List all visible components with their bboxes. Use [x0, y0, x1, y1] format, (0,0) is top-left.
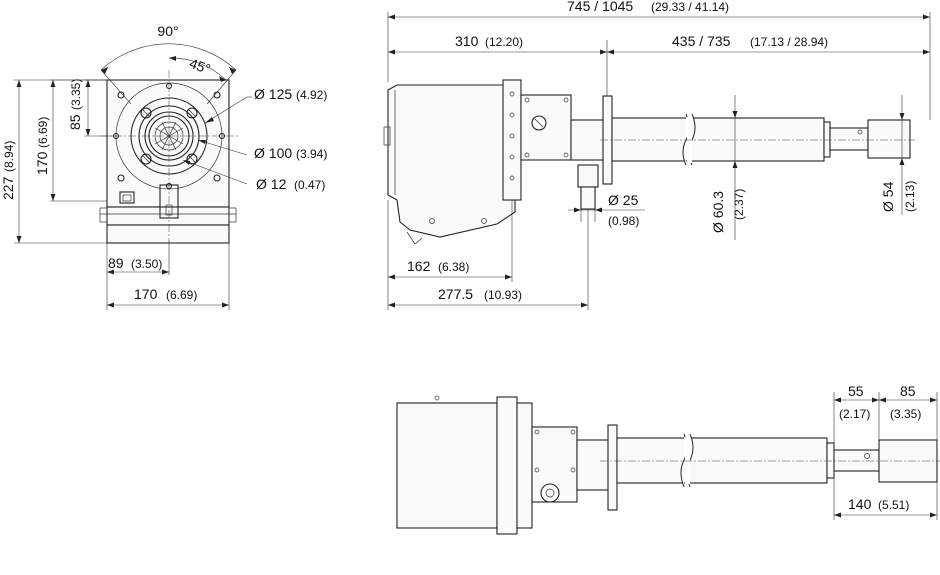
housing-base	[106, 224, 230, 244]
adapter-screw	[531, 115, 547, 131]
main-housing	[387, 84, 516, 238]
top-housing	[396, 402, 498, 529]
dim-170h-inch: (6.69)	[166, 288, 197, 302]
dim-dia60-inch: (2.37)	[732, 189, 746, 220]
flange-plate	[502, 79, 522, 201]
dim-170-vertical: 170 (6.69)	[34, 79, 107, 202]
top-mounting-flange	[607, 424, 618, 511]
top-flange	[516, 402, 533, 529]
dim-dia-25: Ø 25 (0.98)	[568, 192, 645, 228]
dim-85top-label: 85	[900, 383, 916, 399]
dia-125-inch: (4.92)	[296, 88, 327, 102]
dim-277: 277.5 (10.93)	[388, 209, 589, 310]
dia-125-label: Ø 125	[254, 86, 292, 102]
dim-162: 162 (6.38)	[387, 200, 513, 310]
angle-45-label: 45°	[187, 55, 212, 77]
side-view: 745 / 1045 (29.33 / 41.14) 310 (12.20) 4…	[383, 0, 931, 310]
dim-162-label: 162	[407, 258, 431, 274]
dim-55-label: 55	[848, 383, 864, 399]
dim-170v-label: 170	[34, 151, 50, 175]
dim-55-inch: (2.17)	[839, 407, 870, 421]
dim-dia25-inch: (0.98)	[608, 214, 639, 228]
dim-89-inch: (3.50)	[131, 257, 162, 271]
dim-310-inch: (12.20)	[485, 35, 523, 49]
dim-435-label: 435 / 735	[672, 33, 731, 49]
dim-227: 227 (8.94)	[0, 79, 107, 244]
sensor-tip	[867, 119, 911, 159]
dim-310: 310 (12.20)	[388, 33, 608, 96]
connector	[119, 191, 135, 204]
dim-310-label: 310	[455, 33, 479, 49]
dim-140: 140 (5.51)	[834, 482, 938, 520]
top-tip-neck	[833, 449, 880, 472]
top-fitting	[540, 483, 560, 503]
dim-277-label: 277.5	[438, 286, 473, 302]
dim-227-inch: (8.94)	[2, 141, 16, 172]
dim-745: 745 / 1045 (29.33 / 41.14)	[387, 0, 931, 120]
dim-dia-60: Ø 60.3 (2.37)	[710, 95, 746, 240]
dia-12-label: Ø 12	[256, 176, 287, 192]
dia-12-inch: (0.47)	[294, 178, 325, 192]
housing-lower-block	[106, 206, 230, 226]
top-probe-tube	[616, 437, 828, 484]
dim-745-inch: (29.33 / 41.14)	[651, 0, 729, 14]
dim-435: 435 / 735 (17.13 / 28.94)	[607, 33, 930, 55]
purge-fitting	[577, 164, 599, 188]
dim-227-label: 227	[0, 176, 16, 200]
dim-140-label: 140	[848, 496, 872, 512]
dim-89-label: 89	[108, 255, 124, 271]
top-adapter	[531, 426, 578, 503]
dim-162-inch: (6.38)	[438, 260, 469, 274]
dim-277-inch: (10.93)	[484, 288, 522, 302]
dim-170v-inch: (6.69)	[36, 117, 50, 148]
dim-dia-54: Ø 54 (2.13)	[880, 95, 917, 215]
dia-100-inch: (3.94)	[296, 147, 327, 161]
dim-dia25-label: Ø 25	[608, 192, 639, 208]
sensor-tip-neck	[829, 127, 869, 151]
dim-170h-label: 170	[134, 286, 158, 302]
angle-90-arc	[100, 43, 237, 71]
top-view: 55 (2.17) 85 (3.35) 140 (5.51)	[396, 383, 940, 535]
dim-85top-inch: (3.35)	[890, 407, 921, 421]
probe-tube	[611, 117, 825, 162]
dim-dia54-inch: (2.13)	[903, 181, 917, 212]
dim-dia54-label: Ø 54	[880, 181, 896, 212]
dim-170-horizontal: 170 (6.69)	[107, 243, 230, 310]
angle-90-label: 90°	[157, 23, 178, 39]
dim-89: 89 (3.50)	[106, 240, 170, 310]
front-view: 90° 45° Ø 125 (4.92) Ø 100 (3.94) Ø 12 (…	[0, 23, 327, 310]
dim-745-label: 745 / 1045	[567, 0, 633, 14]
dim-dia60-label: Ø 60.3	[710, 191, 726, 233]
dim-85-inch: (3.35)	[69, 79, 83, 110]
dim-85: 85 (3.35)	[67, 79, 115, 137]
adapter-block	[520, 94, 572, 161]
dim-85-label: 85	[67, 114, 83, 130]
dim-140-inch: (5.51)	[878, 498, 909, 512]
dim-85-top: 85 (3.35)	[879, 383, 937, 421]
dim-435-inch: (17.13 / 28.94)	[750, 35, 828, 49]
dia-100-label: Ø 100	[254, 145, 292, 161]
